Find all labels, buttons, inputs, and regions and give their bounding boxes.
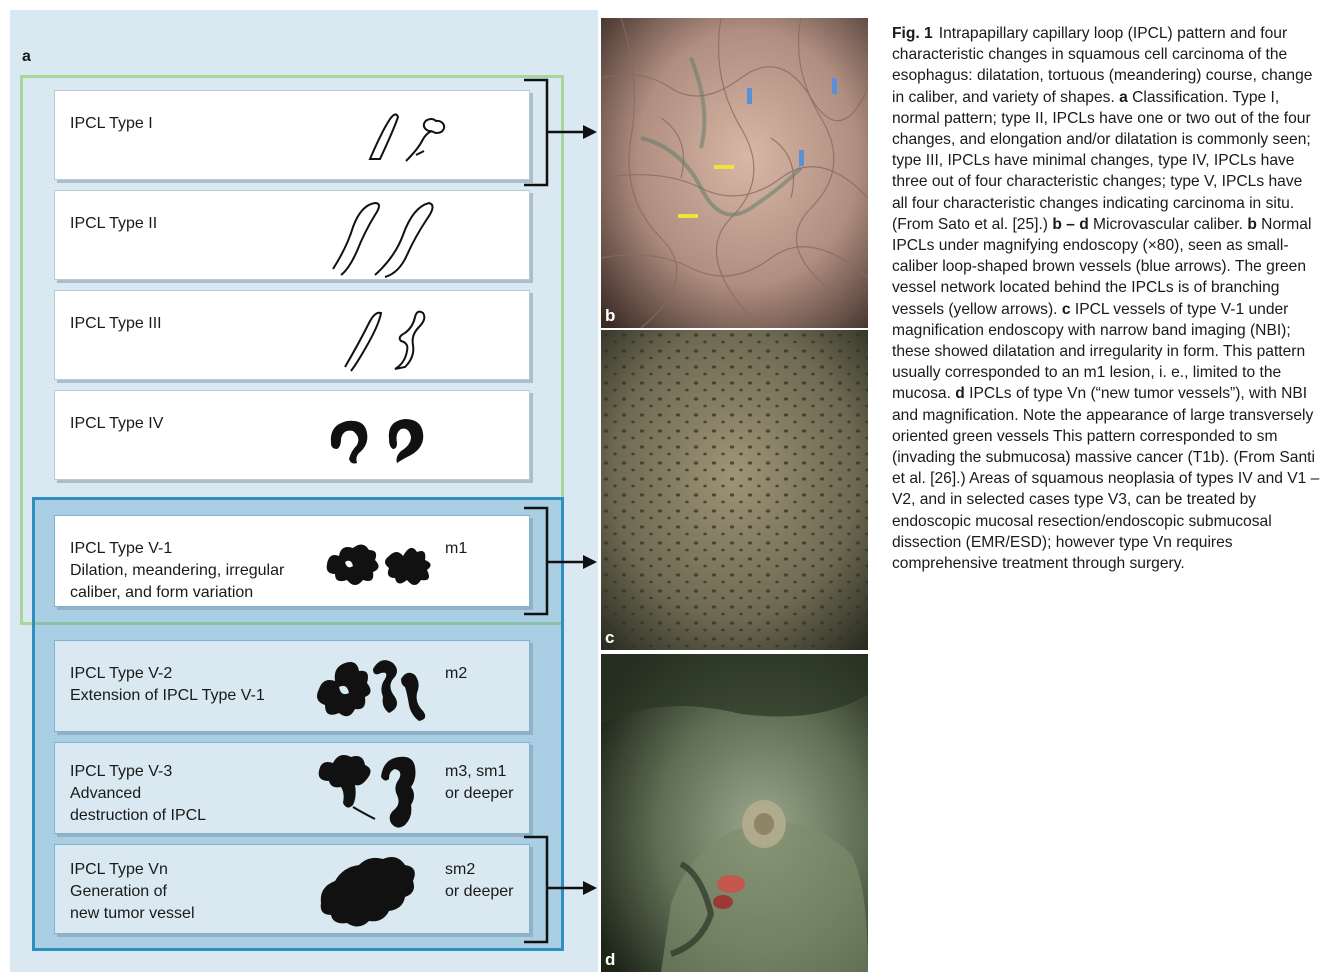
caption-segment: c <box>1062 301 1071 318</box>
photo-c-label: c <box>605 628 614 648</box>
caption-segment: Microvascular caliber. <box>1089 216 1248 233</box>
card-type-v2-depth: m2 <box>445 663 467 685</box>
photo-d: d <box>601 654 868 972</box>
type-v1-vessel-shape <box>323 536 443 594</box>
card-type-iv-text: IPCL Type IV <box>70 413 163 435</box>
photo-d-image <box>601 654 868 972</box>
photo-c: c <box>601 330 868 650</box>
caption-body: Intrapapillary capillary loop (IPCL) pat… <box>892 25 1319 572</box>
type-i-vessel-shape <box>360 109 450 169</box>
panel-a-letter: a <box>22 48 31 66</box>
card-type-vn-text: IPCL Type Vn Generation of new tumor ves… <box>70 859 195 925</box>
photo-b-image <box>601 18 868 328</box>
card-type-v3: IPCL Type V-3 Advanced destruction of IP… <box>54 742 530 834</box>
type-vn-vessel-shape <box>313 851 423 931</box>
blue-arrow-2 <box>832 78 837 94</box>
card-type-i-text: IPCL Type I <box>70 113 153 135</box>
blue-arrow-3 <box>799 150 804 166</box>
photo-c-image <box>601 330 868 650</box>
card-type-vn: IPCL Type Vn Generation of new tumor ves… <box>54 844 530 934</box>
caption-segment: b – d <box>1052 216 1088 233</box>
caption-segment: Classification. Type I, normal pattern; … <box>892 89 1311 233</box>
card-type-v3-text: IPCL Type V-3 Advanced destruction of IP… <box>70 761 206 827</box>
type-ii-vessel-shape <box>325 197 445 279</box>
caption-segment: a <box>1119 89 1128 106</box>
card-type-iii: IPCL Type III <box>54 290 530 380</box>
yellow-arrow-1 <box>714 165 734 169</box>
card-type-ii: IPCL Type II <box>54 190 530 280</box>
card-type-v1-depth: m1 <box>445 538 467 560</box>
caption-segment: d <box>955 385 965 402</box>
yellow-arrow-2 <box>678 214 698 218</box>
card-type-ii-text: IPCL Type II <box>70 213 157 235</box>
type-v2-vessel-shape <box>309 649 439 727</box>
photo-d-label: d <box>605 950 615 970</box>
card-type-v1-text: IPCL Type V-1 Dilation, meandering, irre… <box>70 538 284 604</box>
type-iii-vessel-shape <box>335 305 445 375</box>
caption-segment: IPCLs of type Vn (“new tumor vessels”), … <box>892 385 1319 572</box>
card-type-vn-depth-line-1: sm2 or deeper <box>445 859 514 903</box>
card-type-vn-depth: sm2 or deeper <box>445 859 514 903</box>
caption-segment: b <box>1247 216 1257 233</box>
card-type-v3-depth: m3, sm1 or deeper <box>445 761 514 805</box>
card-type-v1: IPCL Type V-1 Dilation, meandering, irre… <box>54 515 530 607</box>
type-iv-vessel-shape <box>323 413 443 467</box>
figure-label: Fig. 1 <box>892 25 933 42</box>
figure-caption: Fig. 1Intrapapillary capillary loop (IPC… <box>892 23 1322 574</box>
card-type-i: IPCL Type I <box>54 90 530 180</box>
card-type-iii-text: IPCL Type III <box>70 313 162 335</box>
card-type-v2: IPCL Type V-2 Extension of IPCL Type V-1… <box>54 640 530 732</box>
blue-arrow-1 <box>747 88 752 104</box>
card-type-v3-depth-line-1: m3, sm1 or deeper <box>445 761 514 805</box>
type-v3-vessel-shape <box>313 747 443 831</box>
card-type-iv: IPCL Type IV <box>54 390 530 480</box>
card-type-v2-text: IPCL Type V-2 Extension of IPCL Type V-1 <box>70 663 265 707</box>
photo-b-label: b <box>605 306 615 326</box>
photo-b: b <box>601 18 868 328</box>
